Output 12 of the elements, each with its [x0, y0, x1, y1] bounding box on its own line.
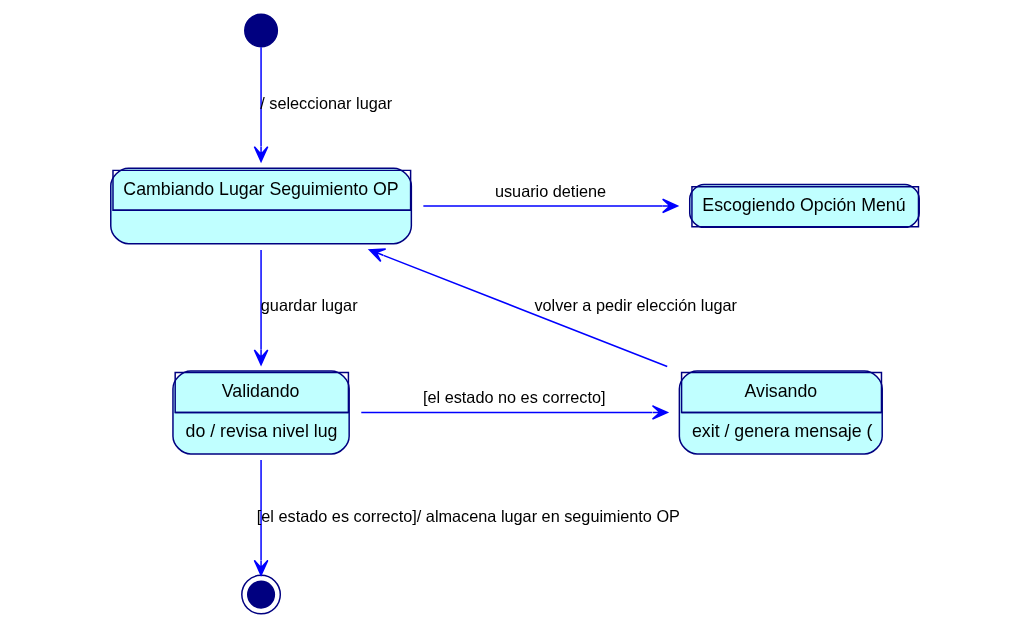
edge-label: volver a pedir elección lugar [534, 296, 737, 315]
edge-label: / seleccionar lugar [260, 93, 393, 112]
node-circle [244, 13, 279, 48]
arrow [253, 249, 269, 366]
arrow [253, 459, 269, 576]
arrow [368, 248, 668, 368]
edge-label: [el estado no es correcto] [422, 388, 606, 407]
arrow [360, 405, 669, 420]
edge-label: usuario detiene [494, 181, 607, 200]
arrow [422, 198, 679, 214]
arrow [253, 46, 269, 163]
node-circle [241, 574, 282, 615]
